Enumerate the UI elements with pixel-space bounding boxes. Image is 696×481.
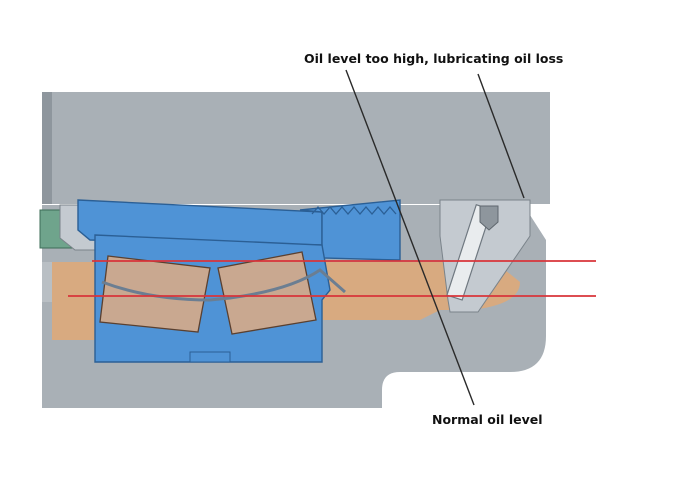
roller-left [99, 255, 211, 333]
upper-housing-edge [42, 92, 52, 204]
thread-teeth [311, 206, 397, 215]
label-oil-too-high: Oil level too high, lubricating oil loss [304, 51, 563, 66]
upper-housing [42, 92, 550, 204]
leader-high [345, 69, 475, 406]
leader-high-secondary [477, 73, 525, 199]
inner-ring-flange [189, 351, 231, 363]
lock-nut [299, 199, 401, 261]
breather-cap [479, 205, 499, 231]
roller-right [217, 251, 317, 335]
label-normal-oil-level: Normal oil level [432, 412, 543, 427]
cage [101, 268, 346, 302]
